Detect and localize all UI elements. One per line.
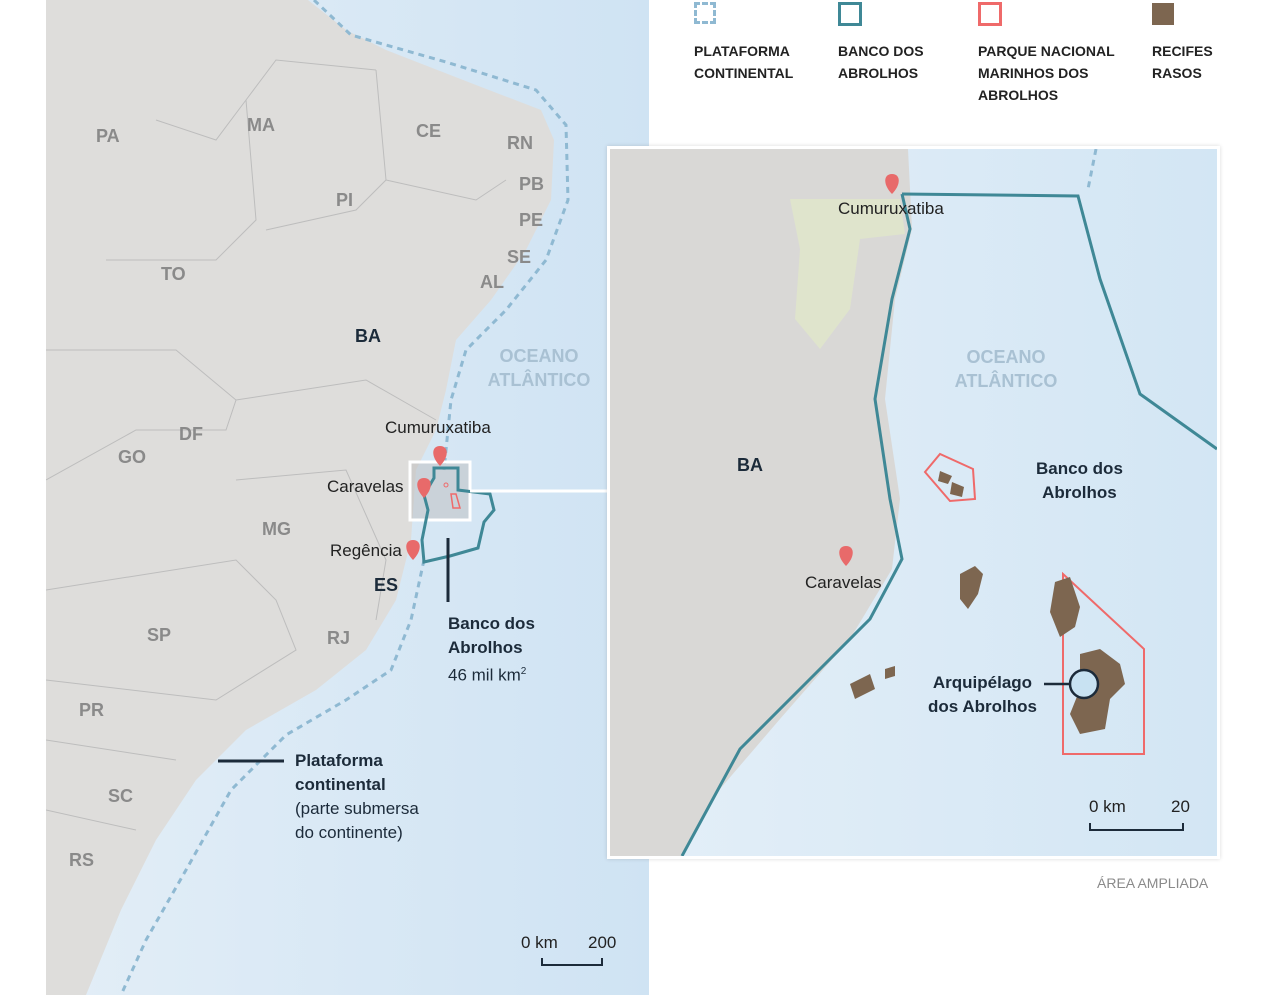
park-outline <box>450 493 461 509</box>
shelf-line-south <box>119 559 426 995</box>
shelf-line <box>312 0 570 471</box>
legend-item: PLATAFORMA CONTINENTAL <box>694 40 793 84</box>
state-label: AL <box>480 272 504 292</box>
land <box>46 0 554 995</box>
inset-caption: ÁREA AMPLIADA <box>1097 875 1209 891</box>
main-map-shapes <box>46 0 609 995</box>
place-label: Cumuruxatiba <box>385 418 491 437</box>
ocean-line: OCEANO <box>966 347 1046 367</box>
state-label: GO <box>118 447 147 467</box>
pin-icon-caravelas <box>417 478 431 498</box>
annotation-area: 46 mil km <box>448 665 521 685</box>
state-label: SC <box>108 786 134 806</box>
state-label: SP <box>147 625 172 645</box>
ocean-line: OCEANO <box>499 346 579 366</box>
legend-text: RECIFES <box>1152 43 1213 59</box>
state-label: MA <box>247 115 275 135</box>
ocean-label: OCEANO ATLÂNTICO <box>950 345 1062 393</box>
pin-icon-cumuruxatiba <box>433 446 447 466</box>
inset-map-shapes <box>610 149 1217 856</box>
scale-bar <box>1089 823 1184 831</box>
archipelago-label: Arquipélago dos Abrolhos <box>928 671 1037 719</box>
annotation-title: Banco dos <box>448 614 535 633</box>
pin-icon-cumuruxatiba <box>885 174 899 194</box>
state-label: PR <box>79 700 105 720</box>
annotation-sup: 2 <box>520 666 527 677</box>
legend-text: BANCO DOS <box>838 43 924 59</box>
bank-legend-swatch <box>838 2 862 26</box>
pin-icon-caravelas <box>839 546 853 566</box>
bank-label-line: Banco dos <box>1036 459 1123 478</box>
legend-text: CONTINENTAL <box>694 65 794 81</box>
state-label: PB <box>519 174 545 194</box>
shelf-line-inset <box>1086 149 1098 190</box>
place-label: Caravelas <box>327 477 404 496</box>
archipelago-marker <box>1068 668 1100 700</box>
bank-label-line: Abrolhos <box>1042 483 1117 502</box>
shelf-annotation: Plataforma continental (parte submersa d… <box>295 749 419 845</box>
archipelago-label-line: Arquipélago <box>932 673 1033 692</box>
state-label: PE <box>519 210 544 230</box>
state-label: RS <box>69 850 95 870</box>
legend-text: MARINHOS DOS <box>978 65 1089 81</box>
state-label: BA <box>355 326 381 346</box>
inset-land <box>610 149 912 856</box>
state-label: CE <box>416 121 442 141</box>
state-label: PA <box>96 126 120 146</box>
legend-text: ABROLHOS <box>838 65 919 81</box>
legend-item: RECIFES RASOS <box>1152 40 1213 84</box>
bank-annotation: Banco dos Abrolhos 46 mil km2 <box>448 612 535 688</box>
ocean-label: OCEANO ATLÂNTICO <box>484 344 594 392</box>
annotation-title: Plataforma <box>295 751 383 770</box>
main-map[interactable] <box>46 0 649 995</box>
state-label: RJ <box>327 628 351 648</box>
legend-text: ABROLHOS <box>978 87 1059 103</box>
bank-outline <box>420 466 496 564</box>
legend-item: BANCO DOS ABROLHOS <box>838 40 924 84</box>
park-north <box>923 452 977 503</box>
pin-icon-regencia <box>406 540 420 560</box>
state-label: RN <box>507 133 533 153</box>
annotation-title: Abrolhos <box>448 638 523 657</box>
state-label: DF <box>179 424 203 444</box>
green-area <box>790 199 905 349</box>
legend-item: PARQUE NACIONAL MARINHOS DOS ABROLHOS <box>978 40 1115 106</box>
ocean-line: ATLÂNTICO <box>954 371 1058 391</box>
inset-map[interactable]: Cumuruxatiba Caravelas BA OCEANO ATLÂNTIC… <box>607 146 1220 859</box>
legend-text: PLATAFORMA <box>694 43 790 59</box>
park-legend-swatch <box>978 2 1002 26</box>
place-label: Regência <box>330 541 402 560</box>
archipelago-label-line: dos Abrolhos <box>928 697 1037 716</box>
state-label: BA <box>737 455 763 475</box>
scale-end: 20 <box>1171 797 1190 816</box>
scale-end: 200 <box>588 933 617 952</box>
annotation-desc: (parte submersa <box>295 799 419 818</box>
state-label: ES <box>374 575 399 595</box>
ocean-line: ATLÂNTICO <box>487 370 591 390</box>
pin-icons <box>406 446 447 560</box>
state-label: TO <box>161 264 186 284</box>
annotation-title: continental <box>295 775 386 794</box>
annotation-desc: do continente) <box>295 823 403 842</box>
shelf-legend-swatch <box>694 2 716 24</box>
place-label: Cumuruxatiba <box>838 199 944 218</box>
bank-coast-line <box>680 193 912 856</box>
state-label: SE <box>507 247 532 267</box>
state-label: MG <box>262 519 291 539</box>
legend-text: PARQUE NACIONAL <box>978 43 1115 59</box>
reef-legend-swatch <box>1152 3 1174 25</box>
scale-start: 0 km <box>1089 797 1126 816</box>
scale-start: 0 km <box>521 933 558 952</box>
place-label: Caravelas <box>805 573 882 592</box>
state-label: PI <box>336 190 354 210</box>
legend-text: RASOS <box>1152 65 1202 81</box>
park-south <box>1062 571 1145 755</box>
scale-bar <box>541 958 603 966</box>
bank-line-inset <box>901 192 1217 451</box>
